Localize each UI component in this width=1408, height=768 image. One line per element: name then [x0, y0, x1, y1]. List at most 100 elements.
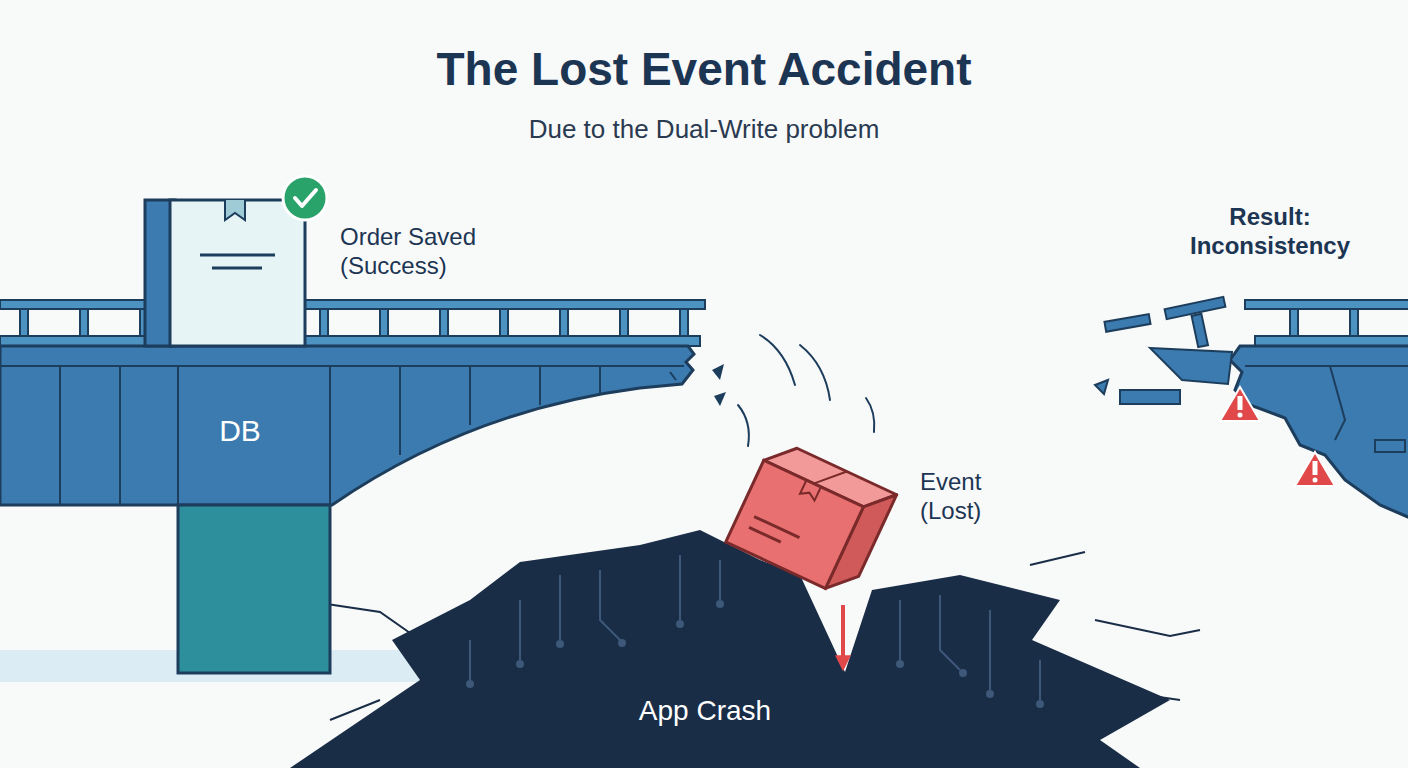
- node-label: Event (Lost): [920, 468, 1020, 526]
- chasm: [679, 555, 681, 620]
- chasm: [290, 530, 1170, 768]
- chasm: [519, 600, 521, 660]
- event-box: [800, 458, 847, 508]
- document-icon: [145, 200, 305, 346]
- node-label: Result: Inconsistency: [1170, 203, 1370, 261]
- chasm: [466, 600, 1044, 708]
- warning-symbol: [1238, 396, 1243, 410]
- bridge-left: [560, 309, 568, 337]
- bridge-right: [1150, 348, 1232, 384]
- chasm: [899, 600, 901, 660]
- crash-chasm: App Crash: [530, 668, 880, 748]
- event-node: Event (Lost): [700, 400, 1020, 605]
- bridge-left: [399, 366, 401, 455]
- chasm: [290, 530, 1170, 768]
- result-node: Result: Inconsistency: [1140, 195, 1400, 295]
- bridge-right: [1330, 366, 1345, 440]
- bridge-left: [80, 309, 88, 337]
- bridge-right: [1095, 297, 1405, 452]
- warning-symbol: [1220, 387, 1260, 421]
- bridge-left: [329, 366, 331, 505]
- document-icon: [225, 200, 245, 220]
- bridge-right: [1375, 440, 1405, 452]
- warning-symbol: [1238, 413, 1243, 418]
- bridge-left: [178, 505, 330, 673]
- bridge-left: [680, 309, 688, 337]
- warning-symbol: [1313, 478, 1318, 483]
- bridge-left: [20, 309, 688, 337]
- node-label: Order Saved (Success): [340, 223, 530, 281]
- warning-symbol: [1295, 452, 1335, 486]
- crack-lines: [1110, 690, 1180, 700]
- bridge-left: [20, 309, 28, 337]
- motion-lines: [738, 405, 749, 446]
- chasm: [1039, 660, 1041, 700]
- bridge-left: [59, 366, 61, 505]
- bridge-left: [0, 365, 684, 367]
- bridge-left: [0, 346, 694, 505]
- bridge-left: [320, 309, 328, 337]
- chasm: [470, 555, 1040, 700]
- warning-symbol: [1220, 387, 1335, 486]
- bridge-left: [119, 366, 121, 505]
- event-box: [749, 517, 799, 549]
- bridge-left: [712, 364, 726, 406]
- check-badge: [283, 176, 327, 220]
- bridge-right: [1095, 380, 1108, 394]
- chasm: [940, 595, 960, 670]
- bridge-left: [620, 309, 628, 337]
- chasm: [719, 560, 721, 600]
- bridge-left: [670, 372, 676, 380]
- bridge-left: [469, 366, 471, 425]
- bridge-left: [380, 309, 388, 337]
- event-box: [726, 438, 897, 599]
- chasm: [469, 640, 471, 680]
- bridge-right: [1095, 297, 1408, 520]
- document-icon: [283, 176, 327, 220]
- bridge-left: [714, 392, 726, 406]
- document-icon: [295, 190, 316, 206]
- db-pier: DB: [165, 405, 315, 455]
- bridge-right: [1104, 314, 1150, 332]
- chasm: [1036, 700, 1044, 708]
- bridge-right: [1245, 366, 1408, 440]
- chasm: [986, 690, 994, 698]
- chasm: [466, 680, 474, 688]
- bridge-left: [539, 366, 541, 405]
- bridge-right: [1290, 309, 1298, 337]
- chasm: [716, 600, 724, 608]
- subtitle: Due to the Dual-Write problem: [0, 114, 1408, 145]
- chasm: [896, 660, 904, 668]
- node-label: App Crash: [555, 694, 855, 728]
- bridge-right: [1192, 314, 1208, 347]
- warning-symbol: [1313, 461, 1318, 475]
- bridge-right: [1350, 309, 1358, 337]
- bridge-left: [0, 366, 684, 505]
- crack-lines: [330, 700, 380, 720]
- fall-arrow: [841, 605, 845, 668]
- document-icon: [200, 255, 275, 268]
- bridge-right: [1230, 346, 1408, 520]
- bridge-left: [0, 300, 705, 309]
- chasm: [516, 660, 524, 668]
- crack-lines: [1095, 620, 1200, 636]
- motion-lines: [866, 398, 874, 432]
- document-icon: [170, 200, 305, 346]
- crack-lines: [1030, 552, 1085, 565]
- motion-lines: [800, 345, 830, 400]
- bridge-left: [712, 364, 724, 380]
- chasm: [556, 640, 564, 648]
- chasm: [559, 575, 561, 640]
- diagram-title: The Lost Event Accident: [0, 42, 1408, 96]
- bridge-left: [440, 309, 448, 337]
- chasm: [600, 570, 620, 640]
- event-box: [726, 460, 864, 588]
- bridge-left: [177, 366, 179, 505]
- bridge-right: [1245, 365, 1408, 367]
- bridge-right: [1245, 300, 1408, 309]
- bridge-left: [599, 366, 601, 393]
- bridge-left: [0, 300, 726, 673]
- chasm: [959, 669, 967, 677]
- document-node: Order Saved (Success): [140, 175, 560, 347]
